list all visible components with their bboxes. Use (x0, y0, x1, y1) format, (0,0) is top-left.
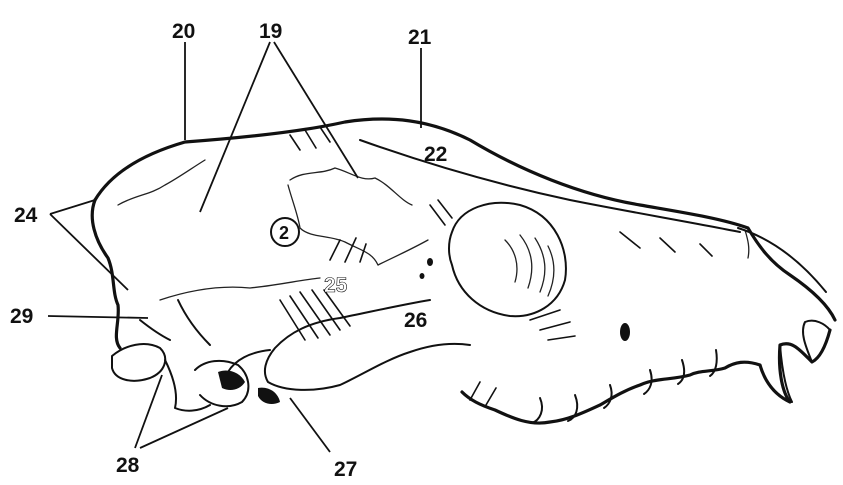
leader-19-a (200, 42, 270, 212)
label-21: 21 (408, 26, 432, 49)
leader-24-b (50, 214, 128, 290)
labels: 20 19 21 22 24 2 25 26 29 28 27 (10, 20, 447, 481)
leader-29 (48, 316, 148, 318)
label-22: 22 (424, 143, 447, 166)
label-2: 2 (279, 223, 289, 243)
leader-24-a (50, 200, 95, 214)
label-26: 26 (404, 309, 427, 332)
label-27: 27 (334, 458, 357, 481)
leader-28-b (140, 408, 228, 448)
label-24: 24 (14, 204, 38, 227)
skull-outline (92, 119, 835, 423)
leader-27 (290, 398, 330, 452)
label-28: 28 (116, 454, 140, 477)
label-20: 20 (172, 20, 195, 43)
leader-19-b (274, 42, 358, 178)
label-25: 25 (324, 274, 348, 297)
label-29: 29 (10, 305, 33, 328)
leader-28-a (135, 375, 162, 448)
label-19: 19 (259, 20, 282, 43)
